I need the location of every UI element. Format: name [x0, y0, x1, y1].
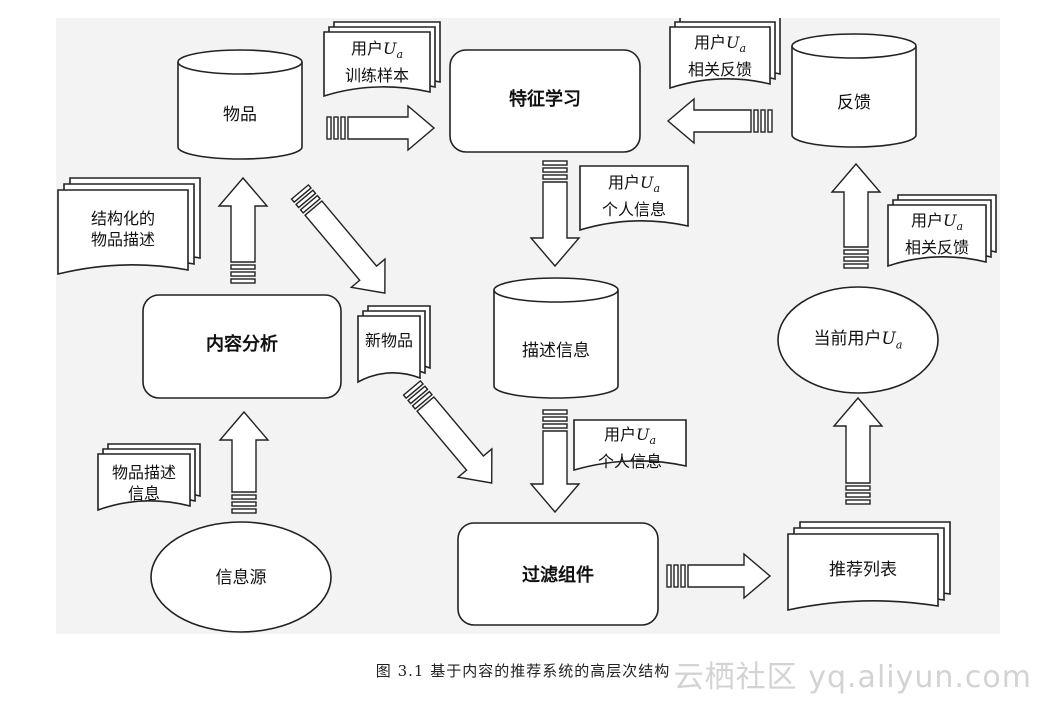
current-user-text: 当前用户: [813, 329, 882, 349]
watermark: 云栖社区 yq.aliyun.com: [673, 660, 1032, 695]
arrow-feedback-to-feature-learning: [666, 97, 773, 145]
doc-item-desc-line1: 物品描述: [111, 463, 176, 482]
doc-personal-mid-user-line: 用户Ua: [603, 425, 657, 448]
doc-new-items: [357, 305, 431, 384]
info-source-ellipse: [150, 521, 332, 633]
user-var-ua: Ua: [881, 329, 903, 352]
doc-training-text: 训练样本: [344, 66, 409, 86]
doc-personal-info-top: [579, 165, 689, 232]
doc-structured-line2: 物品描述: [90, 230, 155, 249]
doc-structured-line1: 结构化的: [90, 209, 155, 228]
doc-item-desc-line2: 信息: [127, 484, 160, 503]
doc-feedback-top-text: 相关反馈: [687, 60, 752, 80]
feedback-db-cylinder: [791, 33, 917, 148]
doc-personal-info-mid: [573, 419, 687, 472]
arrow-items-to-feature-learning: [326, 104, 436, 152]
doc-feedback-right-user-line: 用户Ua: [910, 211, 964, 234]
figure-caption: 图 3.1 基于内容的推荐系统的高层次结构: [375, 662, 671, 680]
description-db-label: 描述信息: [522, 341, 590, 361]
feature-learning-label: 特征学习: [509, 89, 581, 110]
doc-personal-info-top-label: 用户Ua 个人信息: [584, 172, 684, 220]
doc-feedback-right-text: 相关反馈: [904, 238, 969, 258]
doc-training-samples-label: 用户Ua 训练样本: [326, 38, 428, 86]
doc-relevance-feedback-right-label: 用户Ua 相关反馈: [890, 210, 984, 258]
doc-personal-top-user-line: 用户Ua: [607, 173, 661, 196]
content-analysis-box: [142, 294, 342, 399]
feedback-db-label: 反馈: [837, 93, 871, 113]
doc-relevance-feedback-right: [887, 194, 997, 268]
arrow-new-items-to-filter: [402, 379, 493, 484]
description-db-cylinder: [493, 277, 619, 399]
arrow-content-analysis-to-items: [217, 176, 269, 284]
doc-training-samples: [323, 21, 441, 98]
filter-component-box: [457, 522, 659, 626]
doc-item-desc-info-label: 物品描述 信息: [100, 462, 188, 504]
items-db-cylinder: [177, 49, 303, 160]
feature-learning-box: [449, 49, 641, 153]
arrow-current-user-to-feedback: [830, 162, 882, 269]
items-db-label: 物品: [223, 105, 257, 125]
doc-structured-desc-label: 结构化的 物品描述: [60, 208, 186, 250]
diagram-svg: .sh { fill: #ffffff; stroke: #222; strok…: [57, 18, 997, 633]
arrow-recommendation-to-current-user: [832, 396, 884, 505]
doc-relevance-feedback-top-label: 用户Ua 相关反馈: [672, 32, 768, 80]
doc-structured-desc: [57, 177, 201, 276]
doc-personal-top-text: 个人信息: [601, 200, 666, 220]
info-source-label: 信息源: [215, 568, 267, 588]
doc-personal-mid-text: 个人信息: [597, 452, 662, 472]
current-user-label: 当前用户Ua: [790, 328, 926, 356]
doc-new-items-label: 新物品: [364, 331, 413, 350]
diagram-canvas: .sh { fill: #ffffff; stroke: #222; strok…: [56, 18, 1000, 634]
arrow-items-to-new-items: [290, 183, 386, 294]
arrow-feature-learning-to-description: [529, 160, 581, 268]
arrow-description-to-filter: [529, 409, 581, 514]
doc-personal-info-mid-label: 用户Ua 个人信息: [578, 424, 682, 472]
recommendation-list-label: 推荐列表: [829, 560, 897, 580]
arrow-filter-to-recommendation-list: [666, 552, 772, 600]
current-user-ellipse: [777, 286, 939, 394]
doc-training-user-line: 用户Ua: [350, 39, 404, 62]
doc-item-desc-info: [97, 443, 201, 512]
doc-recommendation-list: [787, 521, 951, 611]
content-analysis-label: 内容分析: [206, 334, 278, 355]
arrow-info-source-to-content-analysis: [218, 410, 270, 514]
filter-component-label: 过滤组件: [522, 565, 594, 586]
doc-feedback-top-user-line: 用户Ua: [693, 33, 747, 56]
doc-relevance-feedback-top: [669, 18, 781, 90]
